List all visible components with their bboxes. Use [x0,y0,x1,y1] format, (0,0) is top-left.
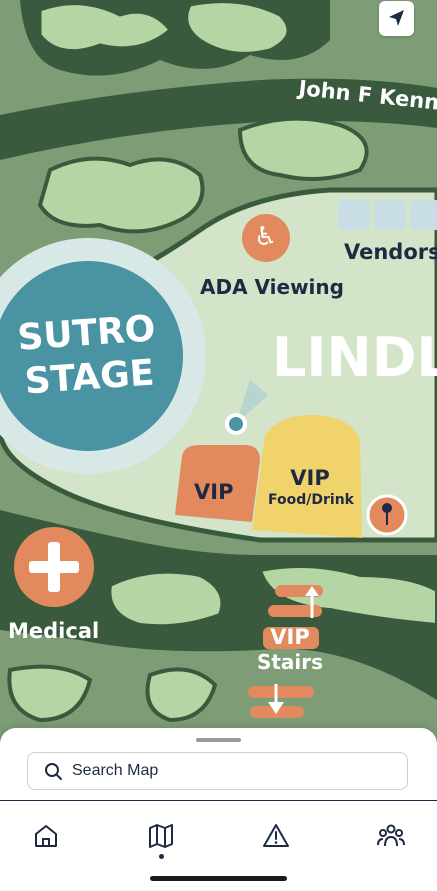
vendor-booth [338,200,370,230]
vip-tent[interactable] [175,445,260,522]
vip-tent-label: VIP [194,480,234,504]
sheet-grabber[interactable] [196,738,241,742]
active-tab-indicator [159,854,164,859]
locate-me-button[interactable] [379,1,414,36]
home-indicator [150,876,287,881]
ada-label: ADA Viewing [200,275,344,299]
stage-circle [0,261,183,451]
road-jfk [0,78,437,160]
tab-friends[interactable] [375,820,407,852]
ada-marker[interactable] [242,214,290,262]
vendor-booth [374,200,406,230]
wheelchair-icon: ♿ [254,222,278,252]
bottom-sheet: Search Map [0,728,437,891]
vip-stairs-line2: Stairs [256,650,324,674]
vip-stairs-line1: VIP [270,625,310,649]
map-canvas [0,0,437,760]
search-icon [45,763,62,780]
home-icon [35,825,57,847]
vip-stairs-label: VIP Stairs [252,624,328,674]
festival-map[interactable]: ♿ John F Kennedy Dr Vendors ADA Viewing … [0,0,437,760]
search-bar[interactable]: Search Map [27,752,408,790]
tree-cluster-mid [37,116,369,234]
map-icon [149,824,173,848]
alert-icon [263,824,289,847]
tabbar-divider [0,800,437,801]
search-placeholder: Search Map [72,762,159,779]
vip-food-label: VIP Food/Drink [268,465,354,509]
vendors-label: Vendors [344,240,437,264]
lindley-label: LINDLEY [272,326,437,389]
vip-food-line1: VIP [290,466,330,490]
group-icon [377,824,405,847]
tab-map[interactable] [145,820,177,852]
stage-label: SUTRO STAGE [5,307,171,406]
heading-cone [236,380,268,424]
vendor-booth [410,200,437,230]
tree-cluster-top [20,0,330,76]
vip-stairs-marker[interactable] [248,585,323,718]
tab-alerts[interactable] [260,820,292,852]
vip-food-line2: Food/Drink [268,492,354,508]
vip-food-area[interactable] [252,415,362,538]
tab-home[interactable] [30,820,62,852]
location-arrow-icon [389,10,404,26]
medical-label: Medical [8,619,100,643]
